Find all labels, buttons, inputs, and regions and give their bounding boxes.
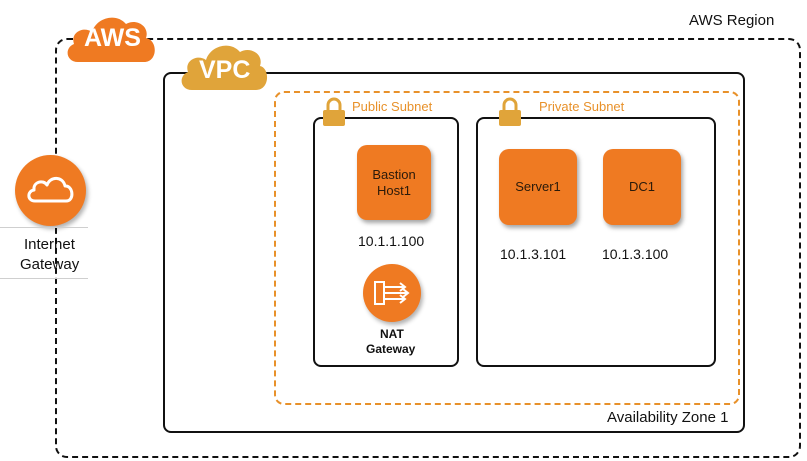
dc1-label: DC1: [628, 179, 655, 194]
dc1-instance: DC1: [603, 149, 681, 225]
aws-cloud-icon: [67, 17, 155, 62]
bastion-host-ip: 10.1.1.100: [358, 233, 425, 249]
public-subnet-lock-icon: [323, 97, 345, 126]
internet-gateway-divider-top: [0, 227, 88, 228]
server1-instance: Server1: [499, 149, 577, 225]
aws-badge-label: AWS: [84, 24, 141, 52]
internet-gateway-label-line2: Gateway: [20, 256, 80, 273]
internet-gateway-label-line1: Internet: [24, 236, 75, 253]
bastion-host-label-line1: Bastion: [372, 166, 416, 182]
public-subnet-label: Public Subnet: [352, 99, 433, 114]
nat-gateway-icon: [363, 264, 421, 322]
dc1-ip: 10.1.3.100: [602, 246, 669, 262]
nat-gateway-label-line2: Gateway: [366, 342, 416, 356]
availability-zone-label: Availability Zone 1: [607, 409, 729, 426]
subnet-group-boundary: [274, 91, 740, 405]
availability-zone-boundary: [163, 72, 745, 433]
aws-region-boundary: [55, 38, 801, 458]
bastion-host-label-line2: Host1: [377, 182, 411, 198]
private-subnet-boundary: [476, 117, 716, 367]
aws-region-label: AWS Region: [689, 12, 775, 29]
private-subnet-lock-icon: [499, 97, 521, 126]
vpc-cloud-icon: [181, 45, 268, 90]
vpc-badge-label: VPC: [199, 56, 251, 84]
private-subnet-label: Private Subnet: [539, 99, 625, 114]
bastion-host-instance: Bastion Host1: [357, 145, 431, 220]
nat-gateway-label-line1: NAT: [380, 327, 404, 341]
public-subnet-boundary: [313, 117, 459, 367]
server1-label: Server1: [515, 179, 561, 194]
internet-gateway-divider-bottom: [0, 278, 88, 279]
server1-ip: 10.1.3.101: [500, 246, 567, 262]
cloud-icon: [27, 176, 74, 203]
internet-gateway: [15, 155, 86, 226]
